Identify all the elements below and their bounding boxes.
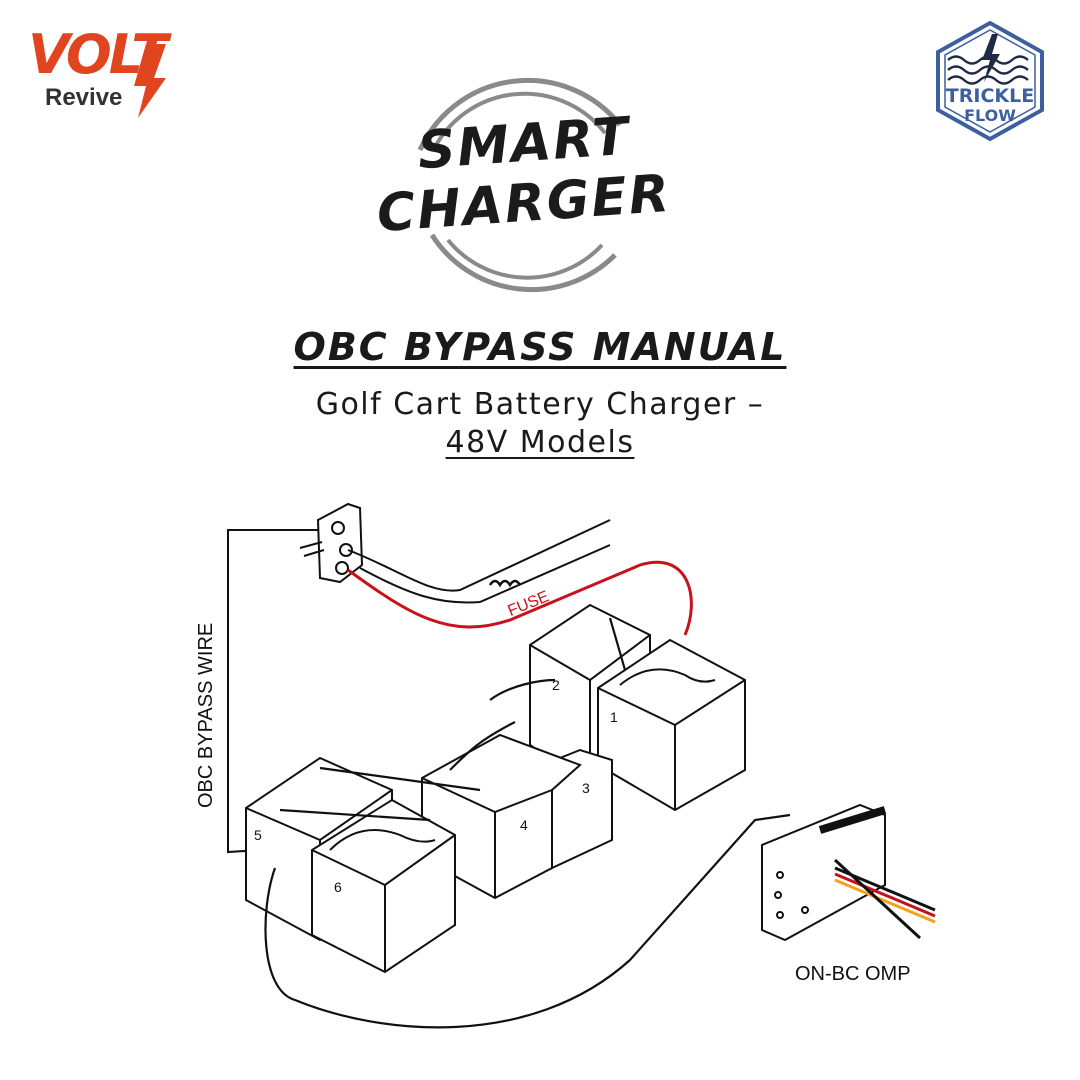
battery-number-6: 6 xyxy=(334,879,342,895)
battery-1 xyxy=(597,638,746,812)
fuse-coil xyxy=(488,579,522,588)
positive-wire xyxy=(347,561,693,636)
model-voltage-text: 48V Models xyxy=(445,425,635,460)
terminal-block xyxy=(316,502,364,584)
fuse-label: FUSE xyxy=(506,588,552,620)
wiring-diagram: FUSE xyxy=(195,502,936,1029)
volt-revive-logo xyxy=(134,44,166,118)
manual-title: OBC BYPASS MANUAL xyxy=(0,328,1080,366)
obc-harness-wires xyxy=(833,858,936,940)
battery-6 xyxy=(311,798,456,974)
subtitle-line-2: 48V Models xyxy=(0,428,1080,458)
flow-text: FLOW xyxy=(964,106,1016,125)
bolt-icon xyxy=(982,34,1000,82)
subtitle-line-1: Golf Cart Battery Charger – xyxy=(315,387,765,422)
volt-lightning-icon xyxy=(134,44,166,118)
obc-module xyxy=(761,803,887,942)
revive-logo-text: Revive xyxy=(45,84,123,111)
volt-logo-text: VOLT xyxy=(28,23,168,86)
manual-title-text: OBC BYPASS MANUAL xyxy=(293,325,787,369)
battery-number-2: 2 xyxy=(552,677,560,693)
obc-label: ON-BC OMP xyxy=(795,963,911,985)
trickle-flow-logo: TRICKLE FLOW xyxy=(936,20,1044,142)
battery-number-1: 1 xyxy=(610,709,618,725)
smart-charger-title: SMART CHARGER xyxy=(330,100,750,260)
trickle-text: TRICKLE xyxy=(946,85,1034,107)
battery-number-4: 4 xyxy=(520,817,528,833)
battery-number-5: 5 xyxy=(254,827,262,843)
bypass-wire-label: OBC BYPASS WIRE xyxy=(195,623,217,808)
smart-charger-ring xyxy=(417,77,622,293)
battery-number-3: 3 xyxy=(582,780,590,796)
